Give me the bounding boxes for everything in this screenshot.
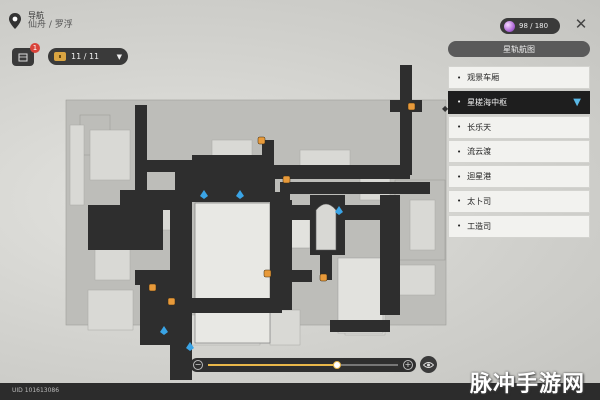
stamina-value: 98 / 180: [519, 22, 549, 30]
area-item[interactable]: • 工造司: [448, 214, 590, 238]
location-pin-icon: [8, 12, 22, 30]
header-title: 导航: [28, 11, 44, 20]
stamina-counter: 98 / 180: [500, 18, 560, 34]
area-label: 星槎海中枢: [467, 97, 508, 107]
zoom-handle[interactable]: [333, 361, 342, 369]
area-list: • 观景车厢 • 星槎海中枢 ▼ • 长乐天 • 流云渡 • 迴星港 • 太卜司 • 工造司: [448, 66, 590, 239]
chest-icon: [54, 52, 66, 61]
uid-label: UID 101613086: [12, 387, 60, 394]
bottom-bar: UID 101613086: [0, 383, 600, 400]
trailblaze-power-icon: [504, 20, 515, 32]
area-label: 工造司: [467, 221, 492, 231]
area-item[interactable]: • 迴星港: [448, 165, 590, 188]
chevron-down-icon: ▼: [116, 52, 122, 61]
eye-icon: [423, 361, 434, 368]
chest-counter[interactable]: 11 / 11 ▼: [48, 48, 128, 65]
bullet-icon: •: [457, 197, 462, 206]
area-item[interactable]: • 长乐天: [448, 115, 590, 139]
area-label: 太卜司: [467, 196, 492, 206]
mail-badge: 1: [30, 43, 40, 53]
star-rail-map-button[interactable]: 星轨航图: [448, 41, 590, 57]
bullet-icon: •: [457, 123, 462, 131]
bullet-icon: •: [457, 73, 462, 82]
location-header: 导航 仙舟 / 罗浮: [8, 11, 73, 31]
chest-count: 11 / 11: [71, 52, 100, 61]
zoom-slider[interactable]: − +: [190, 358, 416, 372]
area-item[interactable]: • 观景车厢: [448, 66, 590, 89]
zoom-track[interactable]: [208, 361, 398, 369]
mail-button[interactable]: [12, 48, 34, 66]
map-filter-button[interactable]: [420, 356, 437, 373]
zoom-out-button[interactable]: −: [193, 360, 203, 370]
area-item-selected[interactable]: • 星槎海中枢 ▼: [448, 90, 590, 114]
teleport-markers: [160, 190, 343, 351]
bullet-icon: •: [457, 147, 462, 156]
area-label: 观景车厢: [467, 73, 500, 82]
area-item[interactable]: • 流云渡: [448, 140, 590, 164]
zoom-in-button[interactable]: +: [403, 360, 413, 370]
bullet-icon: •: [457, 98, 462, 107]
area-label: 迴星港: [467, 172, 492, 181]
area-label: 长乐天: [467, 122, 492, 132]
watermark-text: 脉冲手游网: [470, 372, 586, 397]
area-label: 流云渡: [467, 147, 492, 157]
selection-pointer-icon: ◆: [442, 104, 449, 113]
current-location-icon: ▼: [573, 96, 581, 108]
mail-icon: [18, 53, 28, 61]
courtyard-plaza: [194, 202, 271, 344]
close-icon[interactable]: ✕: [574, 15, 588, 33]
zoom-fill: [208, 364, 338, 366]
bullet-icon: •: [457, 222, 462, 230]
header-subtitle: 仙舟 / 罗浮: [28, 19, 73, 30]
area-item[interactable]: • 太卜司: [448, 189, 590, 213]
bullet-icon: •: [457, 172, 462, 181]
